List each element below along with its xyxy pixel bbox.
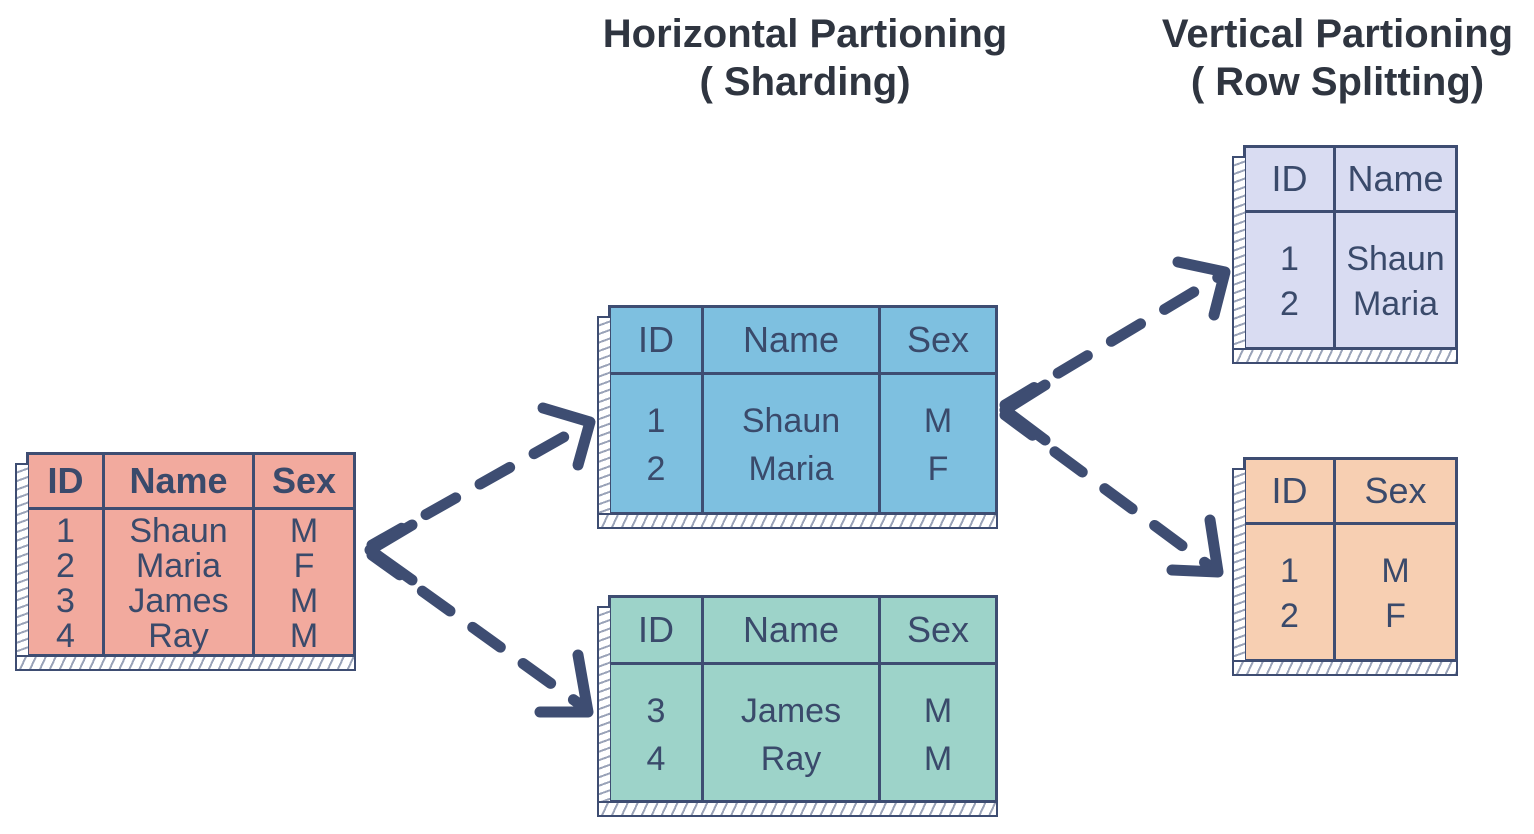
table-cell: M	[1381, 551, 1410, 590]
horizontal-title-line1: Horizontal Partioning	[602, 12, 1008, 56]
table-body: 1 2 M F	[1246, 525, 1455, 662]
header-id: ID	[611, 598, 704, 662]
header-sex: Sex	[1364, 470, 1427, 511]
name-column: Shaun Maria	[1336, 213, 1455, 350]
table-header-row: ID Name Sex	[611, 308, 995, 375]
table-cell: 2	[646, 450, 666, 488]
table-cell: F	[1385, 596, 1406, 635]
table-cell: James	[128, 581, 229, 620]
sex-column: M F M M	[255, 510, 353, 657]
table-cell: Maria	[748, 450, 834, 488]
table-cell: F	[927, 450, 949, 488]
arrow-to-shard-1	[366, 419, 591, 551]
id-column: 1 2	[1246, 213, 1336, 350]
vertical-title-line1: Vertical Partioning	[1161, 12, 1514, 56]
table-cell: 3	[56, 581, 75, 620]
vertical-2-table: ID Sex 1 2 M F	[1232, 457, 1458, 676]
arrowhead-vertical-2-icon	[1166, 514, 1224, 578]
chevron-left-origin-icon	[364, 519, 418, 586]
table-cell: 4	[56, 616, 75, 655]
id-column: 1 2	[1246, 525, 1336, 662]
table-cell: Maria	[135, 546, 222, 585]
table-cell: Shaun	[1346, 239, 1445, 278]
name-column: James Ray	[704, 665, 881, 805]
horizontal-partitioning-title: Horizontal Partioning ( Sharding)	[560, 10, 1050, 106]
sex-column: M F	[1336, 525, 1455, 662]
arrow-to-shard-2	[366, 549, 591, 714]
header-id: ID	[29, 455, 105, 507]
name-column: Shaun Maria	[704, 375, 881, 515]
header-sex: Sex	[906, 319, 970, 360]
shard-2-table: ID Name Sex 3 4 James Ray M M	[597, 595, 998, 817]
table-cell: M	[289, 511, 319, 550]
table-header-row: ID Name Sex	[611, 598, 995, 665]
header-id: ID	[1246, 148, 1336, 210]
original-table: ID Name Sex 1 2 3 4 Shaun Maria James Ra…	[15, 452, 356, 671]
vertical-1-table: ID Name 1 2 Shaun Maria	[1232, 145, 1458, 364]
table-cell: Shaun	[129, 511, 228, 550]
sex-column: M M	[881, 665, 995, 805]
header-name: Name	[704, 308, 881, 372]
table-cell: 2	[1280, 596, 1299, 635]
sex-column: M F	[881, 375, 995, 515]
id-column: 1 2 3 4	[29, 510, 105, 657]
vertical-title-line2: ( Row Splitting)	[1190, 60, 1485, 104]
table-cell: 2	[1280, 284, 1299, 323]
table-cell: M	[923, 740, 953, 778]
table-cell: M	[289, 616, 319, 655]
table-cell: Ray	[148, 616, 209, 655]
table-cell: M	[923, 402, 953, 440]
header-id: ID	[1246, 460, 1336, 522]
table-cell: M	[923, 692, 953, 730]
header-name: Name	[1347, 158, 1444, 199]
table-cell: 1	[1280, 551, 1299, 590]
table-cell: 4	[646, 740, 666, 778]
chevron-left-shard-icon	[999, 379, 1051, 446]
id-column: 1 2	[611, 375, 704, 515]
table-cell: James	[740, 692, 842, 730]
arrowhead-shard-2-icon	[534, 649, 594, 718]
table-cell: 1	[1280, 239, 1299, 278]
table-header-row: ID Name	[1246, 148, 1455, 213]
shard-1-table: ID Name Sex 1 2 Shaun Maria M F	[597, 305, 998, 529]
arrowhead-shard-1-icon	[537, 402, 596, 471]
table-cell: Maria	[1352, 284, 1439, 323]
header-sex: Sex	[271, 460, 337, 501]
vertical-partitioning-title: Vertical Partioning ( Row Splitting)	[1135, 10, 1534, 106]
table-header-row: ID Name Sex	[29, 455, 353, 510]
table-cell: 2	[56, 546, 75, 585]
table-cell: 3	[646, 692, 666, 730]
table-cell: 1	[56, 511, 75, 550]
header-name: Name	[105, 455, 255, 507]
horizontal-title-line2: ( Sharding)	[699, 60, 911, 104]
table-header-row: ID Sex	[1246, 460, 1455, 525]
table-cell: Shaun	[741, 402, 841, 440]
table-cell: M	[289, 581, 319, 620]
arrowhead-vertical-1-icon	[1172, 256, 1231, 321]
table-cell: Ray	[760, 740, 822, 778]
arrow-to-vertical-1	[999, 269, 1228, 411]
table-body: 1 2 Shaun Maria	[1246, 213, 1455, 350]
header-sex: Sex	[906, 609, 970, 650]
id-column: 3 4	[611, 665, 704, 805]
header-id: ID	[611, 308, 704, 372]
arrow-to-vertical-2	[999, 409, 1221, 576]
table-body: 1 2 3 4 Shaun Maria James Ray M F M M	[29, 510, 353, 657]
table-cell: 1	[646, 402, 666, 440]
table-body: 1 2 Shaun Maria M F	[611, 375, 995, 515]
header-name: Name	[704, 598, 881, 662]
table-cell: F	[293, 546, 315, 585]
name-column: Shaun Maria James Ray	[105, 510, 255, 657]
table-body: 3 4 James Ray M M	[611, 665, 995, 805]
